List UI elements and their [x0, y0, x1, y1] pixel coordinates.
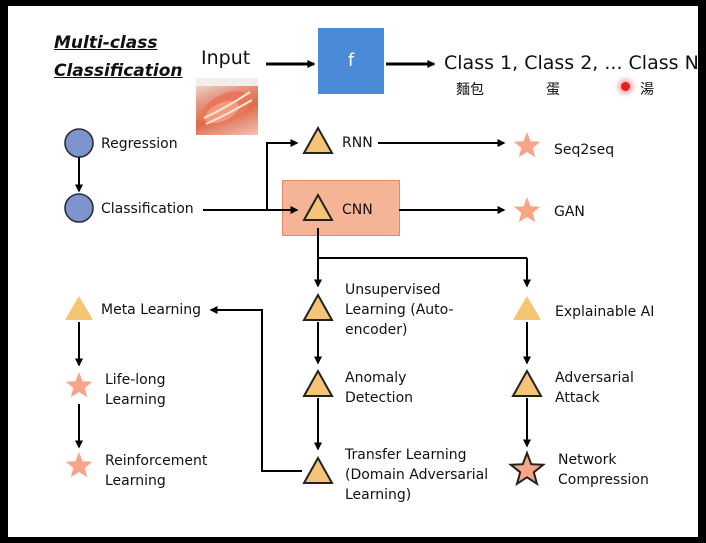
function-box: f: [318, 28, 384, 94]
node-unsupervised: Unsupervised Learning (Auto-encoder): [345, 282, 454, 338]
circle-icon: [64, 128, 94, 158]
input-label: Input: [201, 47, 251, 69]
node-seq2seq: Seq2seq: [554, 142, 615, 158]
arrow-classification-to-rnn: [266, 139, 299, 210]
triangle-icon: [513, 296, 541, 320]
classes-label: Class 1, Class 2, ... Class N: [444, 52, 699, 74]
arrow-transfer-to-meta: [209, 306, 302, 472]
star-icon: [513, 132, 541, 158]
class-example-soup: 湯: [640, 82, 654, 98]
input-food-image: [196, 78, 258, 135]
triangle-icon: [302, 368, 334, 397]
triangle-icon: [302, 192, 334, 221]
star-icon: [65, 452, 93, 478]
triangle-icon: [65, 296, 93, 320]
node-transfer: Transfer Learning (Domain Adversarial Le…: [345, 447, 489, 503]
node-regression: Regression: [101, 136, 178, 152]
node-reinforcement: Reinforcement Learning: [105, 453, 208, 489]
node-classification: Classification: [101, 201, 194, 217]
cnn-highlight-box: [282, 180, 400, 236]
triangle-icon: [511, 368, 543, 397]
slide-background: [8, 6, 698, 537]
triangle-icon: [302, 455, 334, 484]
star-icon: [508, 450, 546, 487]
node-gan: GAN: [554, 204, 585, 220]
node-compression: Network Compression: [558, 452, 649, 488]
star-icon: [513, 197, 541, 223]
page-title-line2: Classification: [54, 61, 183, 81]
page-title-line1: Multi-class: [54, 33, 158, 53]
class-example-bread: 麵包: [456, 82, 484, 98]
node-adversarial: Adversarial Attack: [555, 370, 634, 406]
node-meta: Meta Learning: [101, 302, 201, 318]
node-lifelong: Life-long Learning: [105, 372, 166, 408]
function-label: f: [347, 50, 355, 71]
circle-icon: [64, 193, 94, 223]
node-explainable: Explainable AI: [555, 304, 655, 320]
triangle-icon: [302, 125, 334, 154]
node-rnn: RNN: [342, 135, 373, 151]
star-icon: [65, 372, 93, 398]
node-anomaly: Anomaly Detection: [345, 370, 414, 406]
pointer-dot: [621, 82, 630, 91]
class-example-egg: 蛋: [546, 82, 560, 98]
node-cnn: CNN: [342, 202, 373, 218]
triangle-icon: [302, 292, 334, 321]
